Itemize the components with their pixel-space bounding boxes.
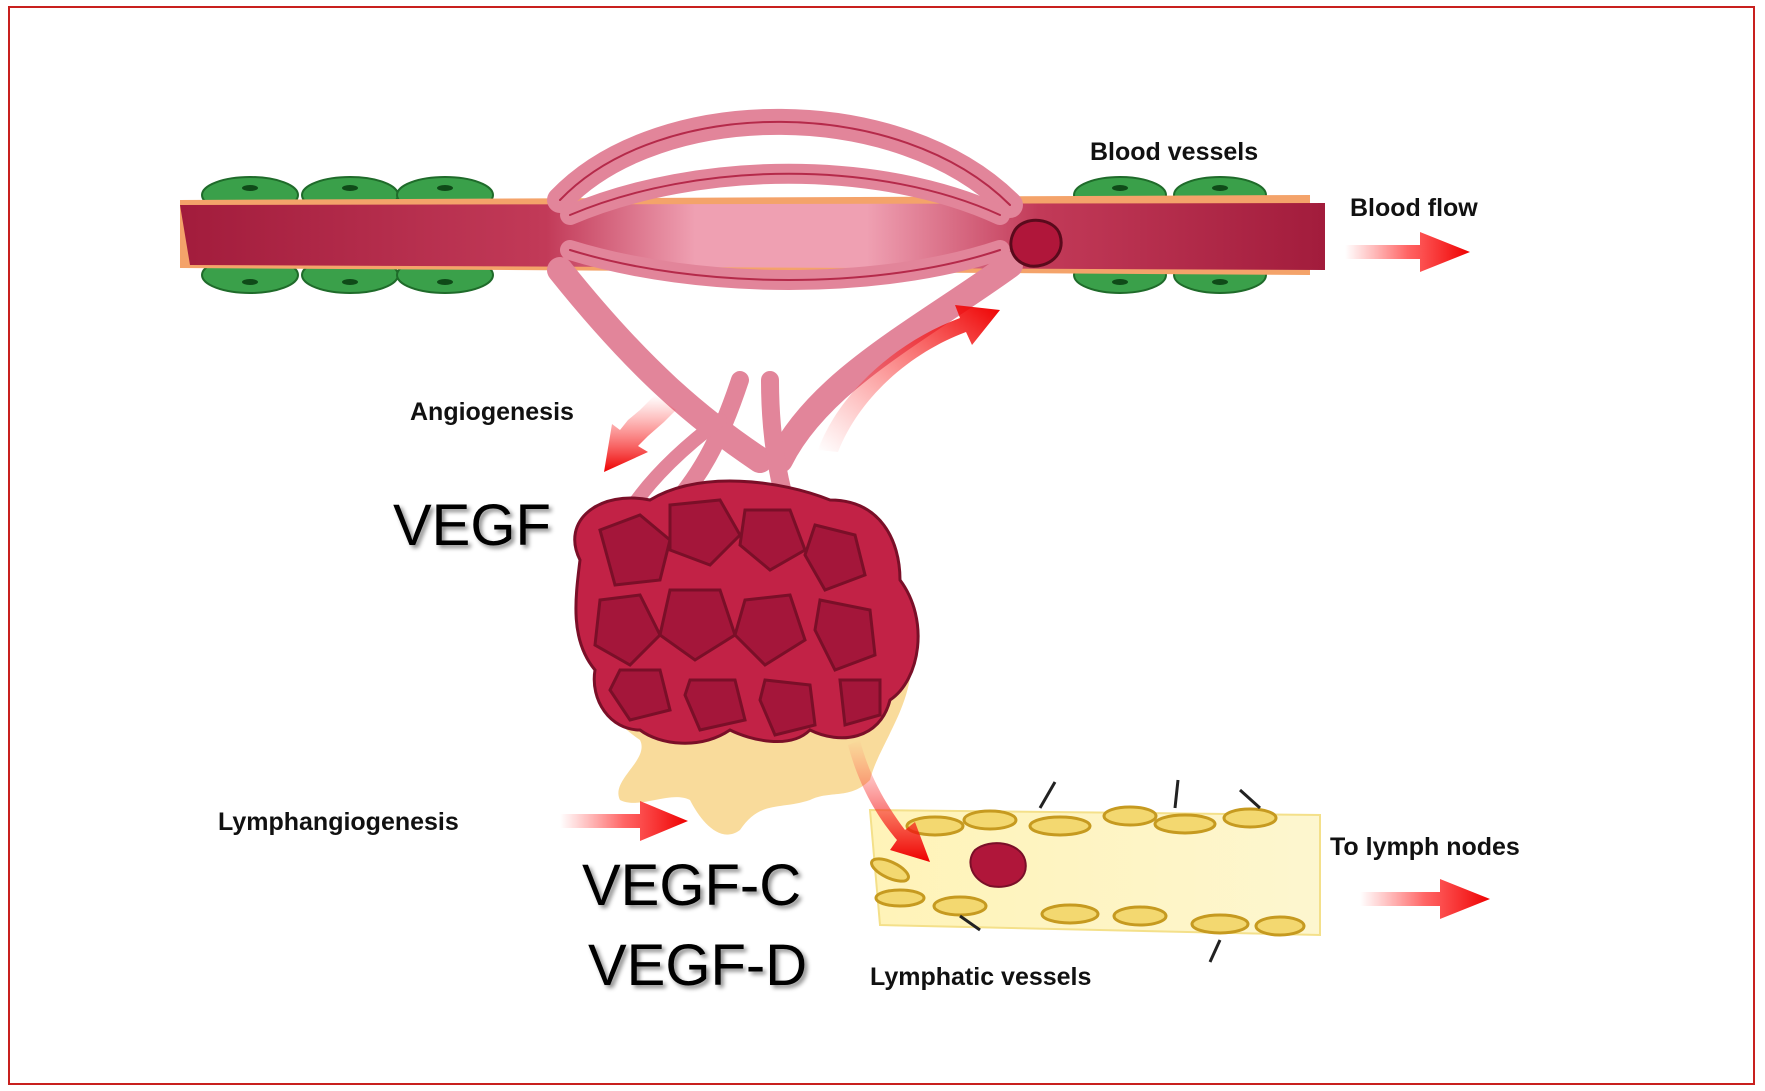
vegf-d-label: VEGF-D: [588, 932, 807, 999]
blood-flow-arrow: [1345, 232, 1470, 272]
lymphangiogenesis-arrow: [560, 801, 688, 841]
blood-flow-label: Blood flow: [1350, 194, 1478, 223]
tumor-mass: [575, 481, 918, 743]
vegf-c-label: VEGF-C: [582, 852, 801, 919]
lymphatic-vessels-label: Lymphatic vessels: [870, 963, 1091, 992]
blood-vessels-label: Blood vessels: [1090, 138, 1258, 167]
to-lymph-nodes-label: To lymph nodes: [1330, 833, 1520, 862]
lymph-flow-arrow: [1360, 879, 1490, 919]
angiogenesis-label: Angiogenesis: [410, 398, 574, 427]
lymphatic-vessel: [868, 780, 1320, 962]
circulating-tumor-cell: [1011, 220, 1061, 266]
lymphangiogenesis-label: Lymphangiogenesis: [218, 808, 459, 837]
vegf-label: VEGF: [393, 492, 551, 559]
